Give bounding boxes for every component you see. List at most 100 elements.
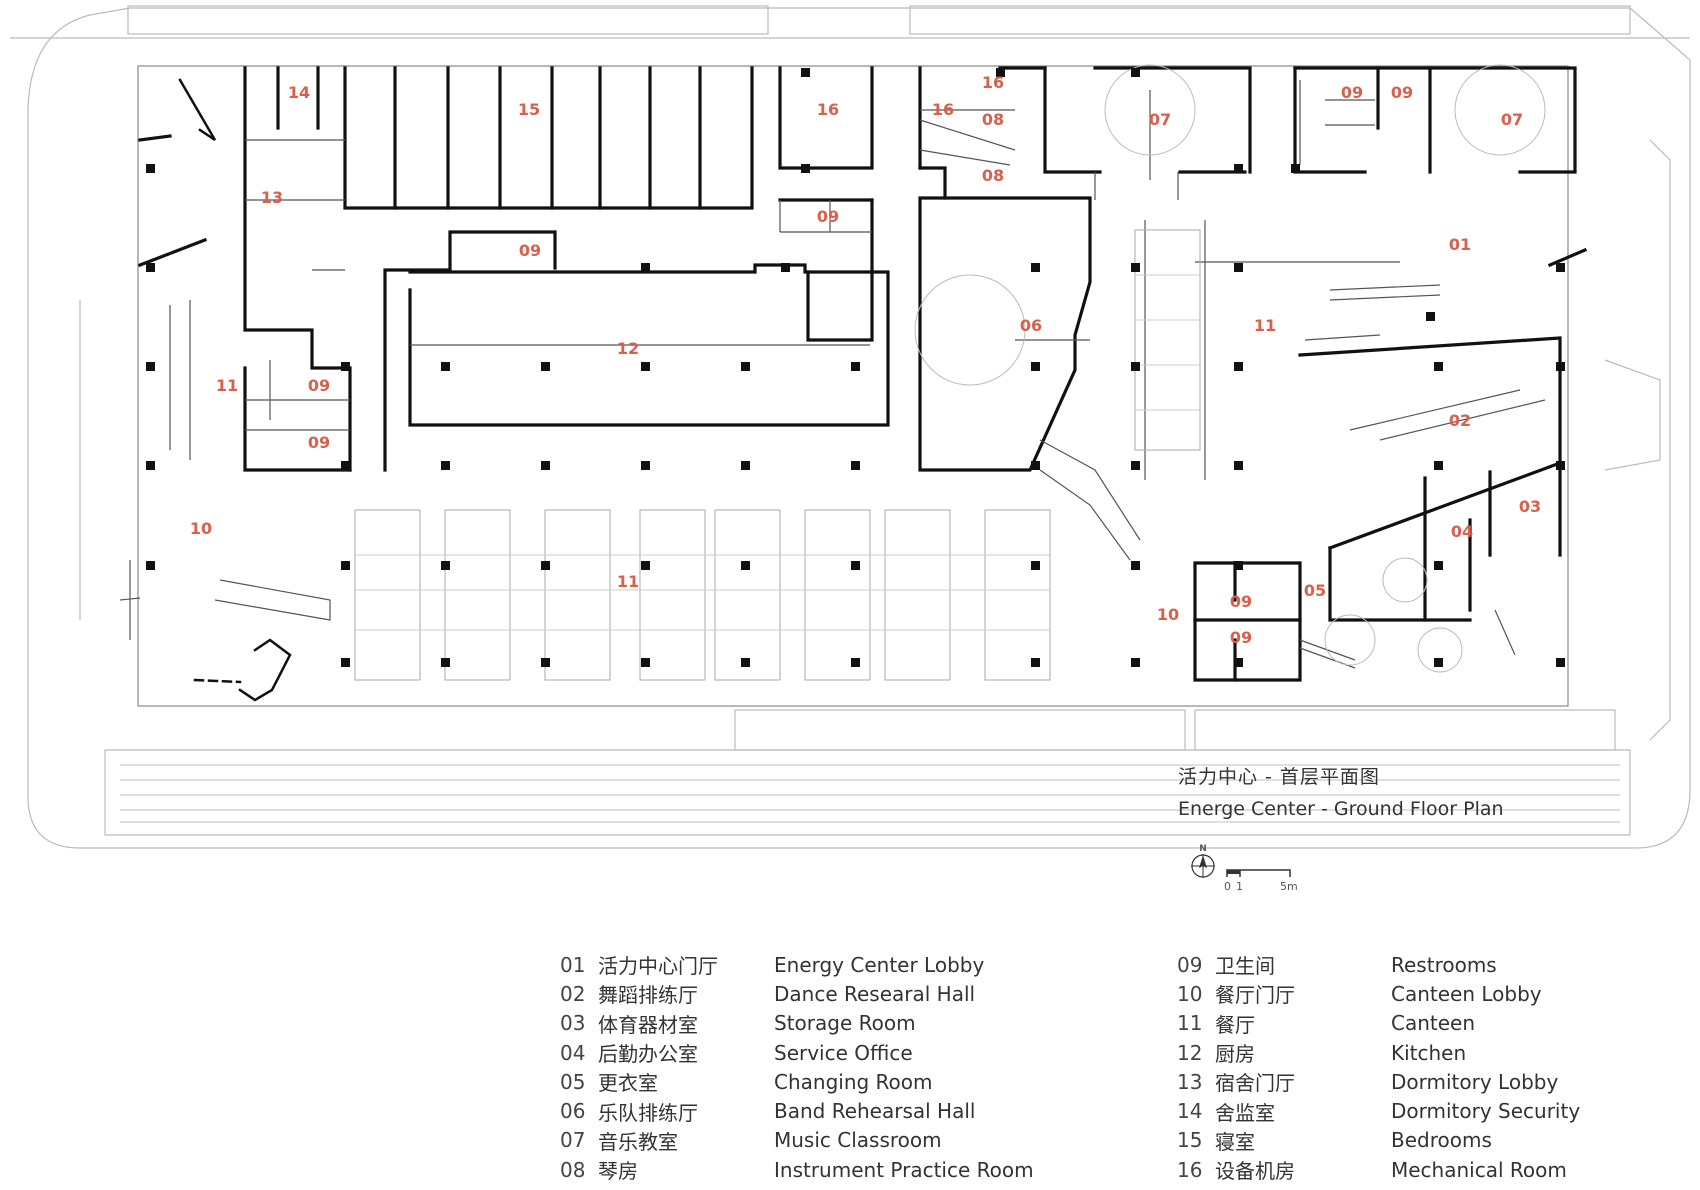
legend-en: Dance Researal Hall	[774, 981, 976, 1006]
column	[851, 362, 860, 371]
column	[1031, 263, 1040, 272]
column	[1031, 561, 1040, 570]
legend-cn: 体育器材室	[598, 1012, 698, 1037]
column	[1131, 263, 1140, 272]
column	[1031, 461, 1040, 470]
legend-en: Music Classroom	[774, 1128, 942, 1153]
column	[1291, 164, 1300, 173]
room-label-09-a: 09	[1341, 83, 1363, 102]
legend-num: 01	[560, 952, 586, 977]
column	[1131, 362, 1140, 371]
column	[741, 561, 750, 570]
legend-cn: 设备机房	[1215, 1159, 1295, 1184]
room-label-08-top: 08	[982, 110, 1004, 129]
legend-en: Restrooms	[1391, 952, 1497, 977]
canteen-tables	[354, 64, 1546, 681]
column	[781, 263, 790, 272]
legend-num: 07	[560, 1128, 586, 1153]
room-label-10-right: 10	[1157, 605, 1179, 624]
column	[1434, 362, 1443, 371]
legend-cn: 后勤办公室	[598, 1042, 698, 1067]
legend-num: 03	[560, 1011, 586, 1036]
legend-en: Band Rehearsal Hall	[774, 1099, 976, 1124]
room-label-10-left: 10	[190, 519, 212, 538]
column	[851, 561, 860, 570]
legend-num: 12	[1177, 1040, 1203, 1065]
column	[1234, 263, 1243, 272]
column	[146, 263, 155, 272]
legend-en: Canteen	[1391, 1011, 1476, 1036]
room-label-16-a: 16	[817, 100, 839, 119]
legend-en: Instrument Practice Room	[774, 1157, 1034, 1182]
drawing-title: 活力中心 - 首层平面图 Energe Center - Ground Floo…	[1178, 762, 1504, 820]
column	[1131, 561, 1140, 570]
legend-cn: 卫生间	[1215, 954, 1275, 979]
column	[541, 561, 550, 570]
room-label-09-b: 09	[1391, 83, 1413, 102]
column	[1556, 658, 1565, 667]
column	[801, 164, 810, 173]
site-context	[10, 5, 1691, 849]
walls	[137, 66, 1588, 702]
legend-num: 16	[1177, 1157, 1203, 1182]
room-label-09-d: 09	[519, 241, 541, 260]
column	[851, 658, 860, 667]
room-label-09-c: 09	[817, 207, 839, 226]
column	[996, 68, 1005, 77]
scale-label-0: 0	[1224, 880, 1231, 893]
legend-num: 08	[560, 1157, 586, 1182]
room-label-07-right: 07	[1501, 110, 1523, 129]
legend-en: Mechanical Room	[1391, 1157, 1567, 1182]
column	[801, 68, 810, 77]
column	[741, 658, 750, 667]
legend-cn: 寝室	[1215, 1129, 1255, 1154]
legend-en: Changing Room	[774, 1069, 933, 1094]
column	[1556, 461, 1565, 470]
room-label-14: 14	[288, 83, 310, 102]
column	[1234, 561, 1243, 570]
legend-cn: 宿舍门厅	[1215, 1071, 1295, 1096]
legend-num: 15	[1177, 1128, 1203, 1153]
column	[341, 461, 350, 470]
room-label-11-right: 11	[1254, 316, 1276, 335]
room-label-08-bottom: 08	[982, 166, 1004, 185]
room-label-09-h: 09	[1230, 628, 1252, 647]
legend-en: Dormitory Security	[1391, 1099, 1581, 1124]
column	[441, 561, 450, 570]
thin-lines	[119, 80, 1546, 669]
floor-plan-drawing: 01 02 03 04 05 06 07 07 08 08 09 09 09 0…	[10, 5, 1691, 893]
legend-num: 06	[560, 1099, 586, 1124]
column	[1131, 461, 1140, 470]
legend-item: 16 设备机房 Mechanical Room	[1177, 1155, 1580, 1184]
legend-num: 10	[1177, 981, 1203, 1006]
column	[1031, 362, 1040, 371]
column	[146, 164, 155, 173]
legend-num: 11	[1177, 1011, 1203, 1036]
column	[541, 658, 550, 667]
room-label-16-c: 16	[982, 73, 1004, 92]
building-outline	[137, 65, 1569, 707]
column	[441, 658, 450, 667]
column	[641, 263, 650, 272]
room-label-15: 15	[518, 100, 540, 119]
legend-num: 05	[560, 1069, 586, 1094]
column	[1131, 68, 1140, 77]
column	[541, 461, 550, 470]
room-label-04: 04	[1451, 522, 1473, 541]
column	[741, 461, 750, 470]
legend-num: 02	[560, 981, 586, 1006]
legend-cn: 乐队排练厅	[598, 1100, 698, 1125]
room-label-11-center: 11	[617, 572, 639, 591]
legend-en: Kitchen	[1391, 1040, 1467, 1065]
